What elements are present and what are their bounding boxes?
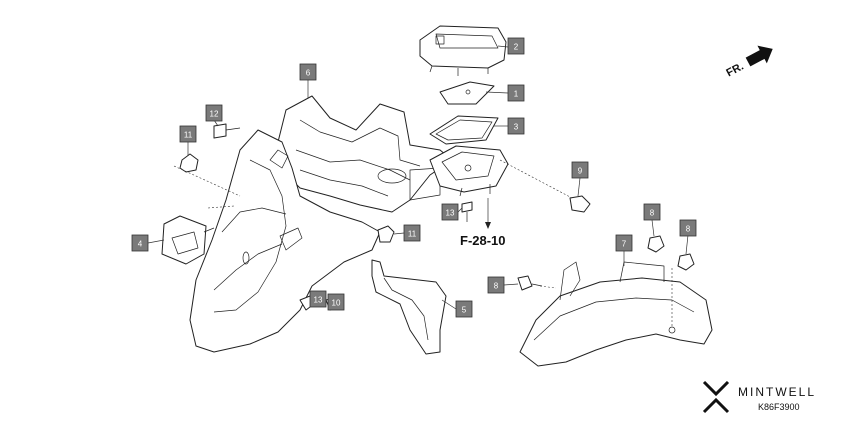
svg-text:5: 5: [462, 306, 467, 315]
callout-2: 2: [507, 37, 525, 55]
svg-text:3: 3: [514, 123, 519, 132]
rear-hugger-fender: [519, 261, 713, 367]
callout-5: 5: [455, 300, 473, 318]
svg-text:4: 4: [138, 240, 143, 249]
svg-text:1: 1: [514, 90, 519, 99]
svg-text:7: 7: [622, 240, 627, 249]
tool-box-cover: [419, 25, 507, 76]
svg-text:2: 2: [514, 43, 519, 52]
callout-9: 9: [571, 161, 589, 179]
direction-label: FR.: [724, 61, 745, 80]
inner-rear-fender: [275, 95, 453, 213]
svg-text:13: 13: [446, 209, 455, 218]
svg-text:10: 10: [332, 299, 341, 308]
reference-arrow: [485, 198, 491, 229]
callout-3: 3: [507, 117, 525, 135]
callout-13-b: 13: [309, 290, 327, 308]
callout-8-c: 8: [487, 276, 505, 294]
license-light: [161, 215, 215, 265]
svg-text:9: 9: [578, 167, 583, 176]
svg-text:8: 8: [686, 225, 691, 234]
box-seal: [429, 115, 499, 145]
callout-10: 10: [327, 293, 345, 311]
callout-7: 7: [615, 234, 633, 252]
front-direction-indicator: FR.: [724, 45, 773, 80]
callout-12: 12: [205, 104, 223, 122]
leader-lines: [147, 45, 689, 326]
mud-guard-plate: [371, 259, 447, 355]
svg-text:12: 12: [210, 110, 219, 119]
callout-4: 4: [131, 234, 149, 252]
callout-11-a: 11: [179, 125, 197, 143]
brand-name: MINTWELL: [738, 385, 816, 399]
svg-text:6: 6: [306, 69, 311, 78]
rear-fender-splash-guard: [189, 129, 381, 353]
pad-hole: [465, 89, 471, 95]
brand-logo: [702, 380, 730, 414]
callout-6: 6: [299, 63, 317, 81]
reference-label: F-28-10: [460, 233, 506, 248]
callout-1: 1: [507, 84, 525, 102]
tool-box-case: [429, 145, 509, 197]
svg-text:13: 13: [314, 296, 323, 305]
svg-text:8: 8: [494, 282, 499, 291]
callout-11-b: 11: [403, 224, 421, 242]
diagram-code: K86F3900: [758, 402, 800, 412]
svg-text:8: 8: [650, 209, 655, 218]
callout-13-a: 13: [441, 203, 459, 221]
callout-8-a: 8: [643, 203, 661, 221]
callout-8-b: 8: [679, 219, 697, 237]
svg-text:11: 11: [408, 230, 417, 239]
svg-text:11: 11: [184, 131, 193, 140]
rubber-pad: [439, 81, 495, 105]
